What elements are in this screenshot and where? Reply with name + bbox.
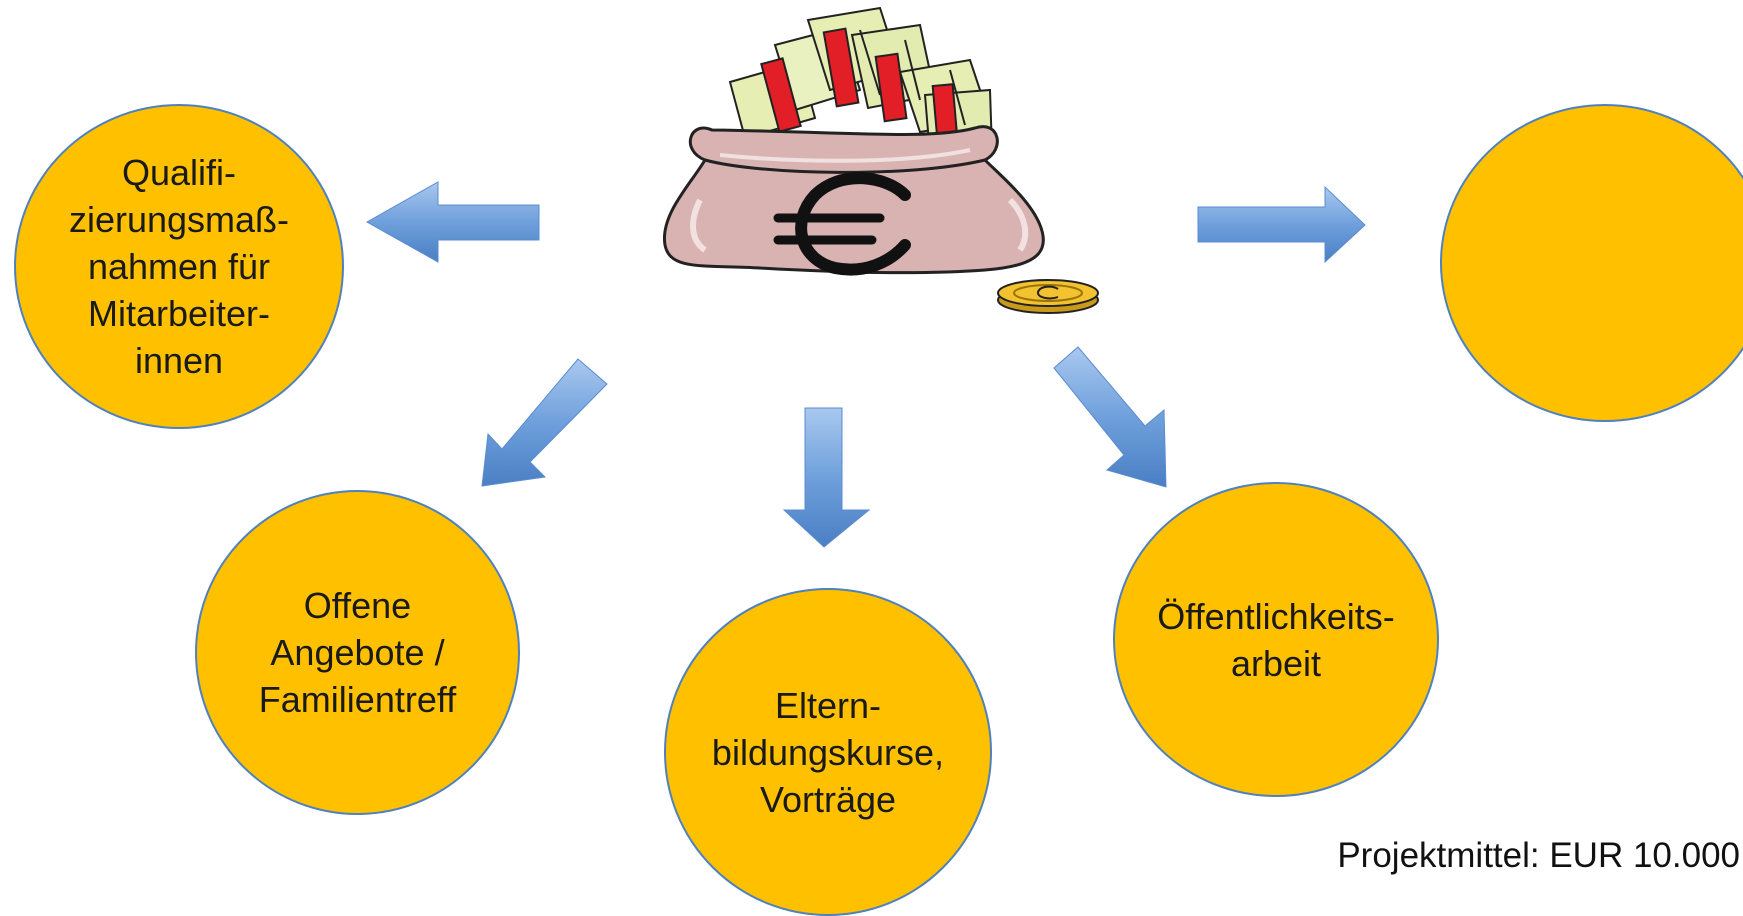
node-empty — [1440, 104, 1743, 422]
node-qualifizierungsmassnahmen: Qualifi- zierungsmaß- nahmen für Mitarbe… — [14, 104, 344, 429]
node-oeffentlichkeitsarbeit: Öffentlichkeits- arbeit — [1113, 482, 1439, 797]
node-label: Eltern- bildungskurse, Vorträge — [711, 684, 945, 820]
node-offene-angebote: Offene Angebote / Familientreff — [195, 490, 520, 815]
arrow-to-oeffentlichkeitsarbeit — [1053, 346, 1167, 488]
arrow-to-elternbildung — [782, 407, 871, 548]
node-label: Offene Angebote / Familientreff — [258, 585, 457, 720]
node-label: Qualifi- zierungsmaß- nahmen für Mitarbe… — [68, 152, 290, 381]
arrow-to-offene-angebote — [481, 358, 608, 487]
project-budget-label: Projektmittel: EUR 10.000 — [1337, 836, 1740, 875]
arrow-to-empty-circle — [1197, 185, 1366, 264]
arrow-to-qualifizierung — [365, 181, 540, 263]
node-label: Öffentlichkeits- arbeit — [1157, 595, 1395, 684]
node-elternbildungskurse: Eltern- bildungskurse, Vorträge — [664, 588, 992, 916]
